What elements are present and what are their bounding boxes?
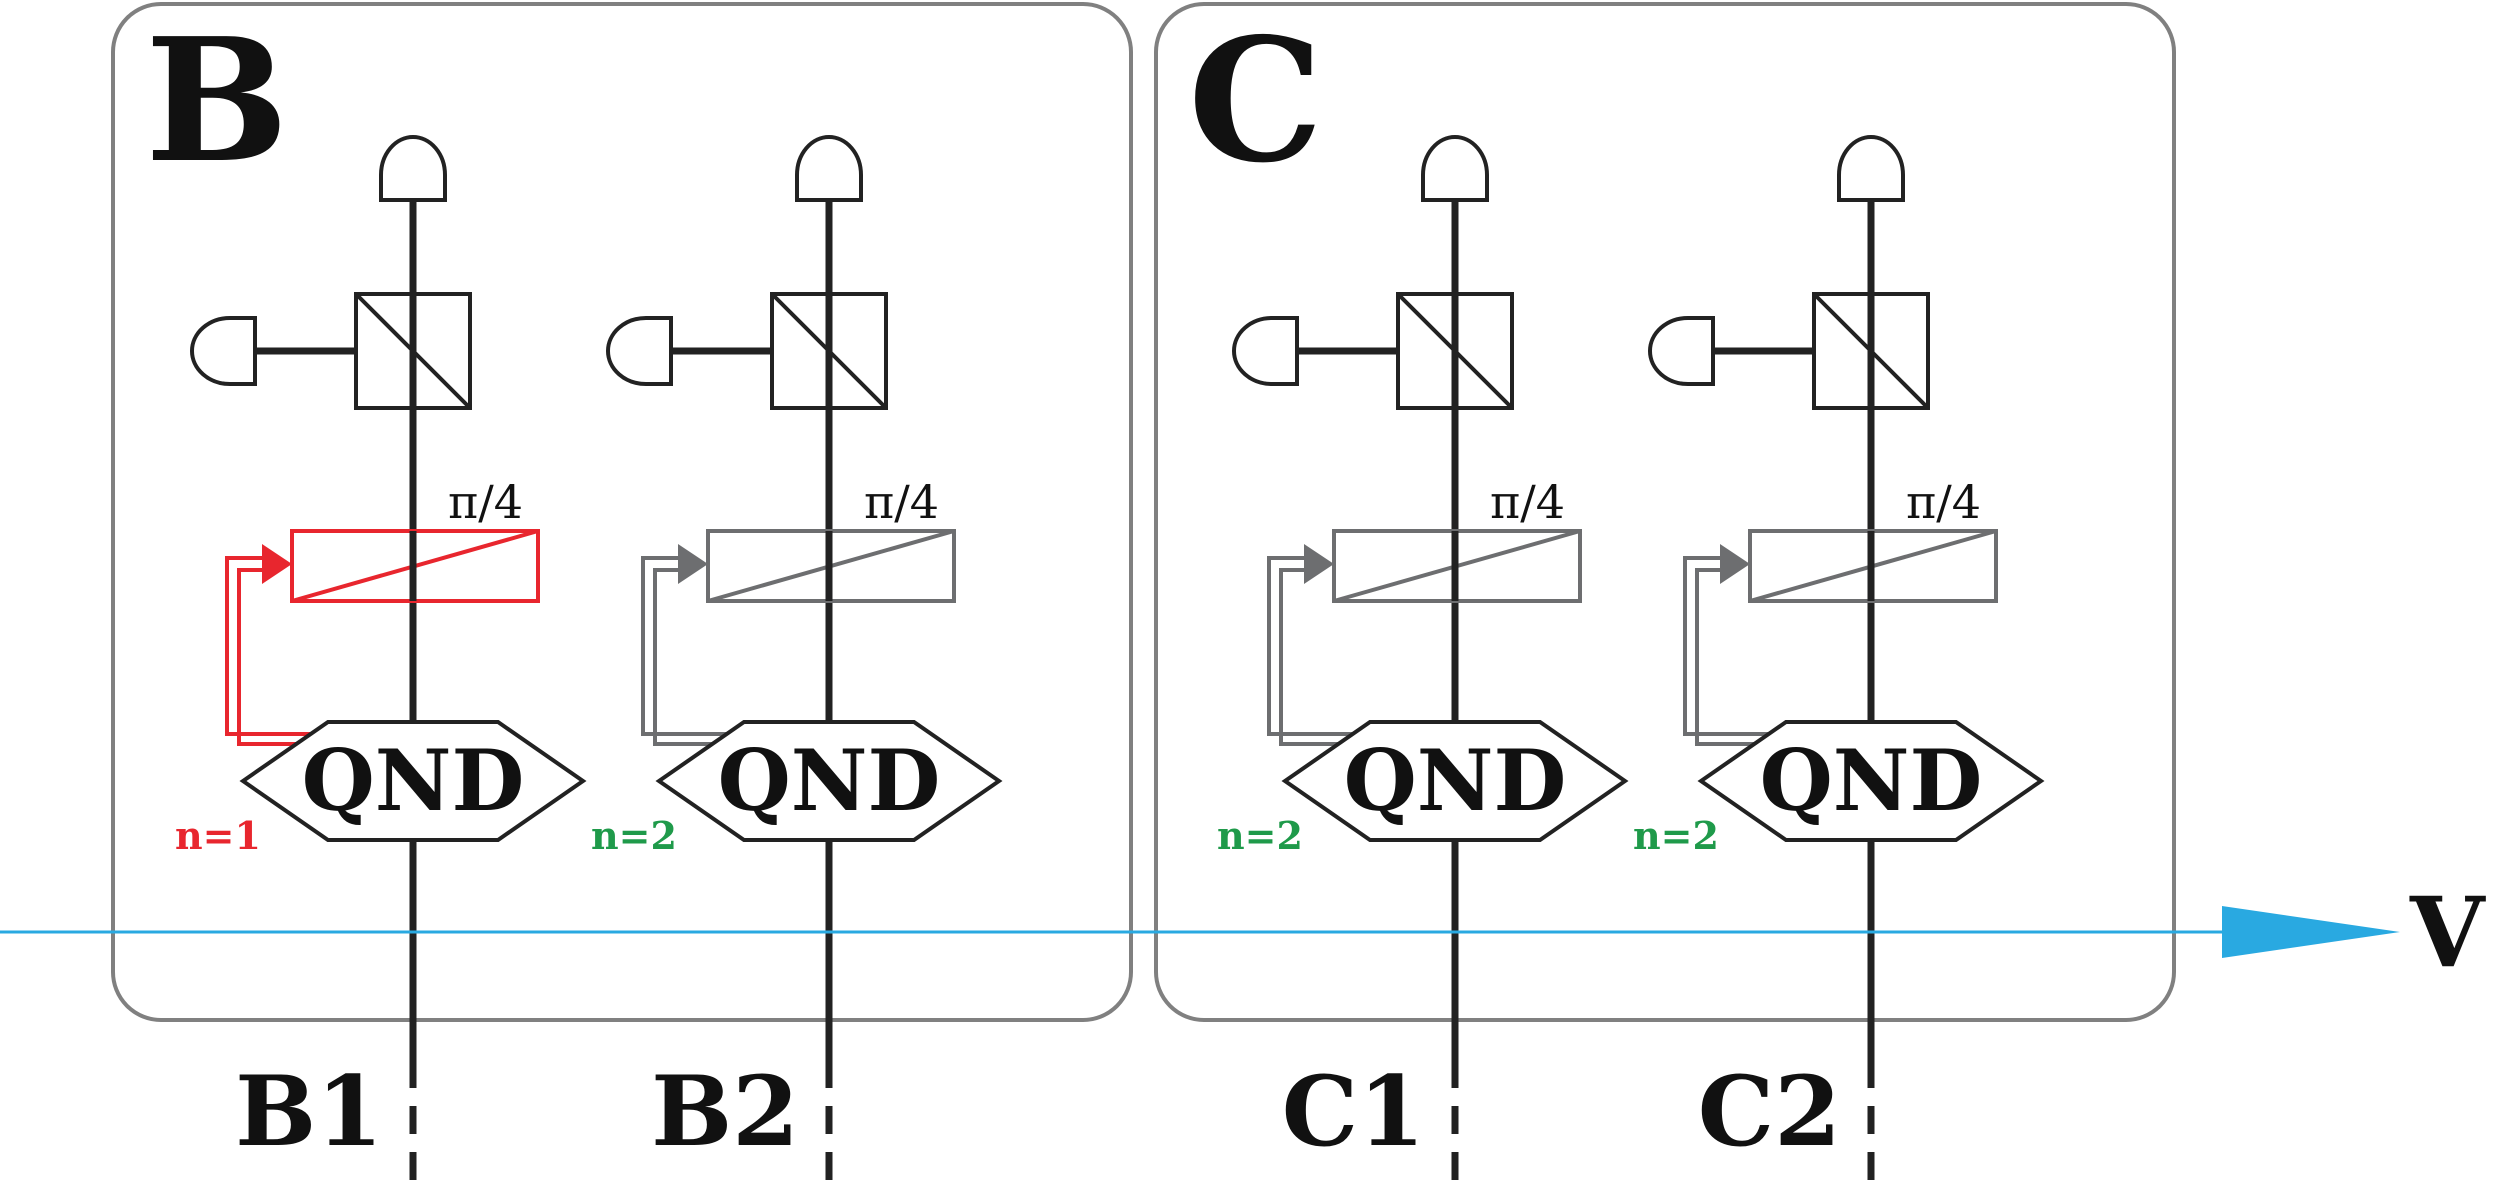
detector-top-icon <box>379 135 447 202</box>
wave-plate-icon <box>706 529 956 603</box>
mode-label: C1 <box>1282 1055 1425 1168</box>
v-axis-arrowhead-icon <box>2222 906 2400 958</box>
detector-top-icon <box>1421 135 1489 202</box>
mode-label: B2 <box>651 1055 799 1168</box>
qnd-hexagon <box>239 720 587 842</box>
wave-plate-angle-label: π/4 <box>1490 475 1565 529</box>
n-label: n=2 <box>591 813 677 858</box>
n-label: n=2 <box>1633 813 1719 858</box>
module-c2: π/4 QND n=2 C2 <box>1633 135 2045 1184</box>
qnd-label: QND <box>1344 731 1567 830</box>
polarizing-beam-splitter-icon <box>354 292 472 410</box>
module-c1: π/4 QND n=2 C1 <box>1217 135 1629 1184</box>
polarizing-beam-splitter-icon <box>770 292 888 410</box>
wave-plate-angle-label: π/4 <box>1906 475 1981 529</box>
panel-c-label: C <box>1188 1 1323 201</box>
feedback-arrow <box>1267 544 1364 746</box>
polarizing-beam-splitter-icon <box>1812 292 1930 410</box>
mode-label: B1 <box>235 1055 383 1168</box>
detector-side-icon <box>1648 316 1715 386</box>
panel-c-frame <box>1154 2 2176 1022</box>
detector-top-icon <box>1837 135 1905 202</box>
wave-plate-icon <box>1332 529 1582 603</box>
detector-top-icon <box>795 135 863 202</box>
module-b1: π/4 QND n=1 B1 <box>175 135 587 1184</box>
n-label: n=1 <box>175 813 261 858</box>
mode-label: C2 <box>1698 1055 1841 1168</box>
feedback-arrow <box>1683 544 1780 746</box>
qnd-hexagon <box>655 720 1003 842</box>
qnd-label: QND <box>718 731 941 830</box>
panel-b-label: B <box>145 1 289 201</box>
wave-plate-icon <box>290 529 540 603</box>
wave-plate-angle-label: π/4 <box>448 475 523 529</box>
feedback-arrow <box>225 544 322 746</box>
panel-b-frame <box>111 2 1133 1022</box>
qnd-label: QND <box>1760 731 1983 830</box>
detector-side-icon <box>606 316 673 386</box>
detector-side-icon <box>190 316 257 386</box>
qnd-label: QND <box>302 731 525 830</box>
module-b2: π/4 QND n=2 B2 <box>591 135 1003 1184</box>
feedback-arrow <box>641 544 738 746</box>
qnd-hexagon <box>1697 720 2045 842</box>
wave-plate-angle-label: π/4 <box>864 475 939 529</box>
qnd-hexagon <box>1281 720 1629 842</box>
v-axis-label: V <box>2409 876 2486 989</box>
polarizing-beam-splitter-icon <box>1396 292 1514 410</box>
wave-plate-icon <box>1748 529 1998 603</box>
n-label: n=2 <box>1217 813 1303 858</box>
detector-side-icon <box>1232 316 1299 386</box>
